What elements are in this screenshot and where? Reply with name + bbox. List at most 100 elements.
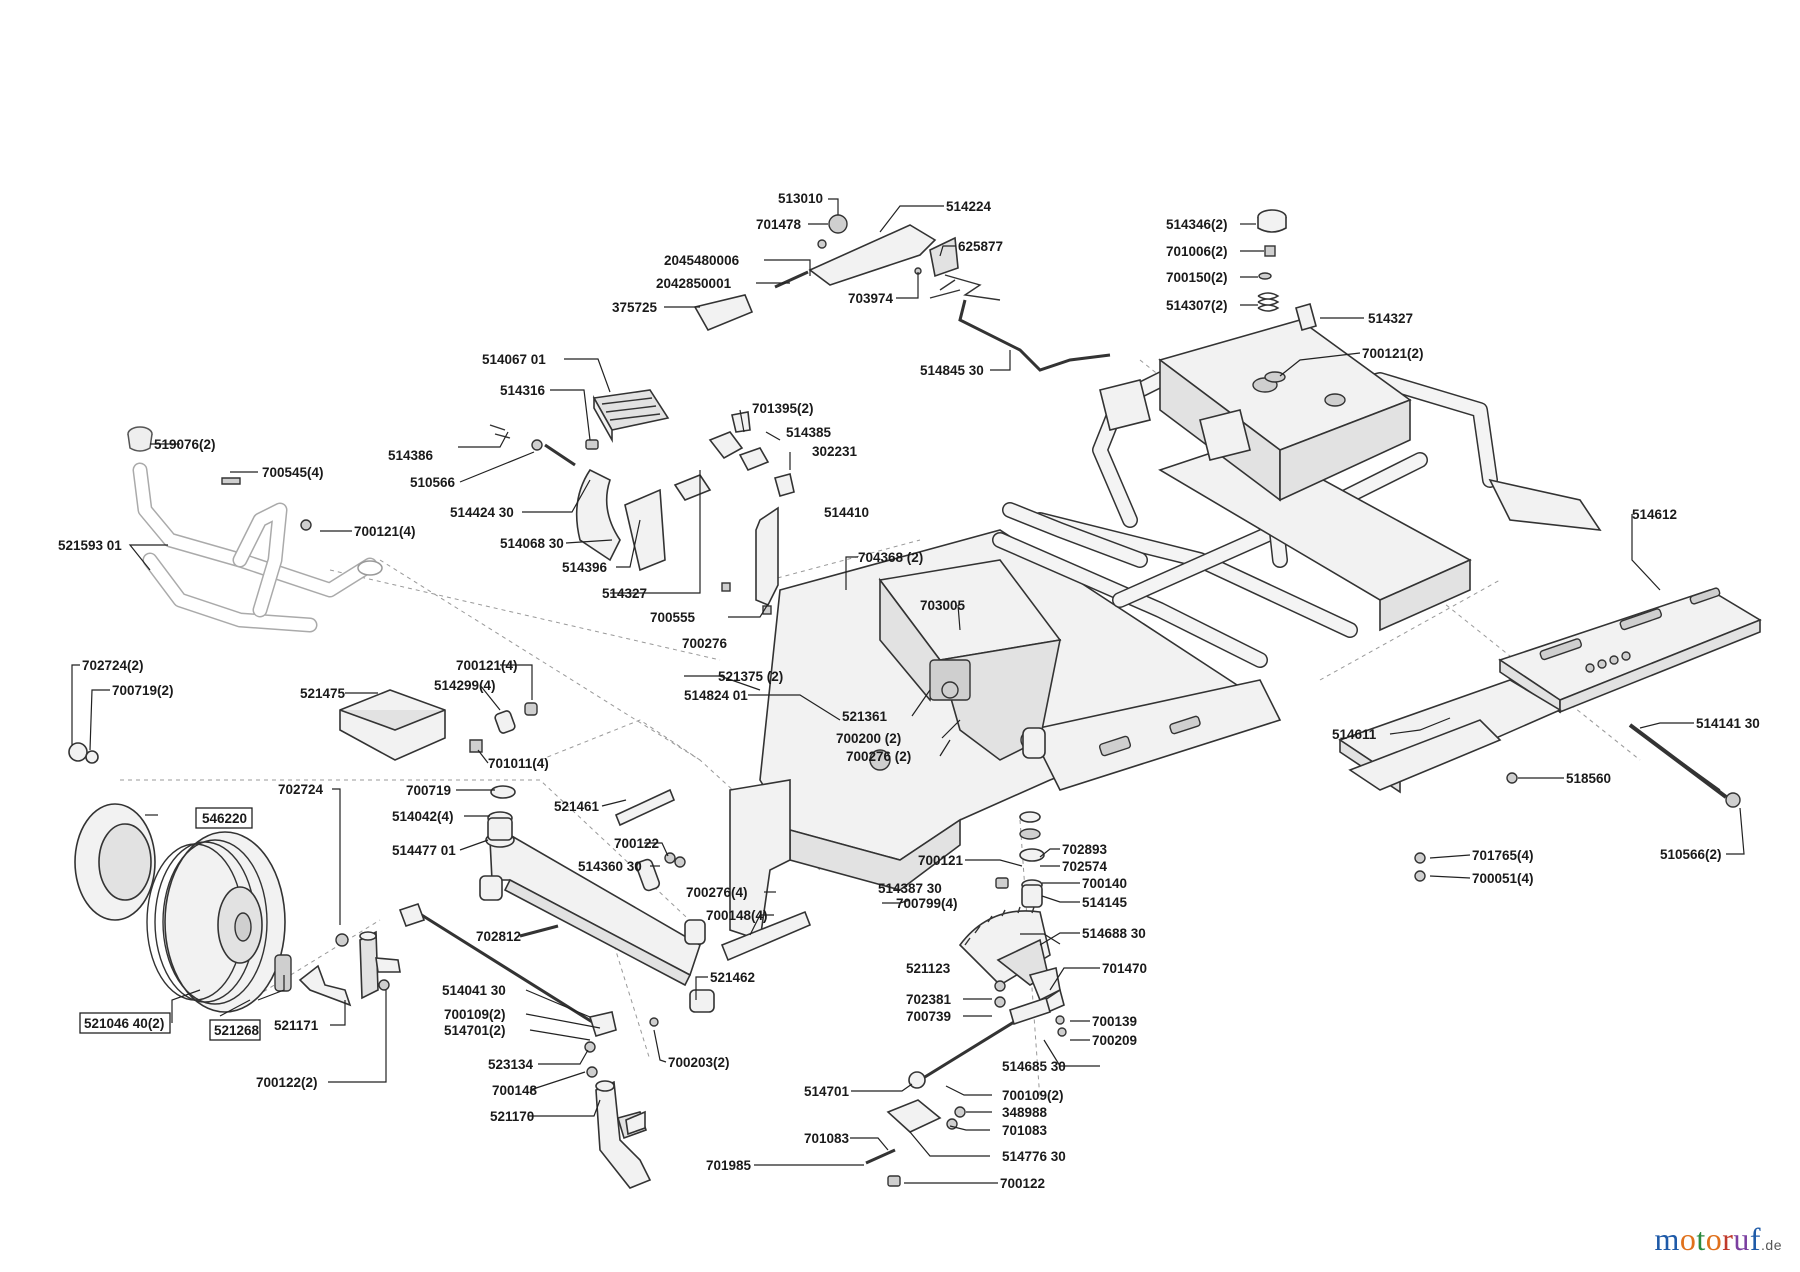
label-514477-01: 514477 01 xyxy=(392,843,456,858)
label-514224: 514224 xyxy=(946,199,992,214)
label-514386: 514386 xyxy=(388,448,434,463)
label-514316: 514316 xyxy=(500,383,546,398)
label-700122-bottom: 700122 xyxy=(1000,1176,1045,1191)
label-700150: 700150(2) xyxy=(1166,270,1228,285)
label-510566-2: 510566(2) xyxy=(1660,847,1722,862)
label-375725: 375725 xyxy=(612,300,658,315)
label-523134: 523134 xyxy=(488,1057,534,1072)
label-514042: 514042(4) xyxy=(392,809,454,824)
front-wheels xyxy=(74,803,292,1013)
label-514327-top: 514327 xyxy=(1368,311,1413,326)
label-700276-floor: 700276 (2) xyxy=(846,749,911,764)
label-700121-sector: 700121 xyxy=(918,853,964,868)
logo-letter: r xyxy=(1722,1221,1734,1257)
label-514410: 514410 xyxy=(824,505,869,520)
bracket-514776 xyxy=(886,1099,942,1133)
label-514141-30: 514141 30 xyxy=(1696,716,1760,731)
label-701083-right: 701083 xyxy=(1002,1123,1048,1138)
label-700148-4: 700148(4) xyxy=(706,908,768,923)
label-514611: 514611 xyxy=(1332,727,1377,742)
part-labels: 513010 701478 514224 625877 2045480006 2… xyxy=(58,191,1760,1191)
label-703974: 703974 xyxy=(848,291,894,306)
left-small-parts xyxy=(68,689,538,764)
label-514424-30: 514424 30 xyxy=(450,505,514,520)
label-510566: 510566 xyxy=(410,475,456,490)
label-700719-2: 700719(2) xyxy=(112,683,174,698)
label-514688-30: 514688 30 xyxy=(1082,926,1146,941)
logo-letter: m xyxy=(1654,1221,1680,1257)
spindle-521170 xyxy=(595,1080,652,1189)
label-702893: 702893 xyxy=(1062,842,1108,857)
label-521593-01: 521593 01 xyxy=(58,538,122,553)
label-700148: 700148 xyxy=(492,1083,538,1098)
logo-letter: u xyxy=(1733,1221,1750,1257)
label-514346: 514346(2) xyxy=(1166,217,1228,232)
label-521461: 521461 xyxy=(554,799,600,814)
label-521171: 521171 xyxy=(274,1018,319,1033)
label-704368: 704368 (2) xyxy=(858,550,923,565)
label-2045480006: 2045480006 xyxy=(664,253,740,268)
label-514776-30: 514776 30 xyxy=(1002,1149,1066,1164)
label-514387-30: 514387 30 xyxy=(878,881,942,896)
lever-514224 xyxy=(808,224,937,286)
pedal-assembly xyxy=(489,389,795,615)
rear-plates xyxy=(1338,587,1762,882)
label-700200: 700200 (2) xyxy=(836,731,901,746)
spindle-521171 xyxy=(298,964,352,1007)
label-700203: 700203(2) xyxy=(668,1055,730,1070)
label-700122-axle: 700122 xyxy=(614,836,659,851)
label-514845-30: 514845 30 xyxy=(920,363,984,378)
label-700121-top: 700121(2) xyxy=(1362,346,1424,361)
label-701478: 701478 xyxy=(756,217,802,232)
logo-letter: o xyxy=(1679,1221,1697,1257)
logo-letter: t xyxy=(1696,1221,1706,1257)
label-700276-mid: 700276 xyxy=(682,636,728,651)
label-701006: 701006(2) xyxy=(1166,244,1228,259)
label-701011: 701011(4) xyxy=(488,756,549,771)
label-701985: 701985 xyxy=(706,1158,752,1173)
front-axle-assembly xyxy=(298,785,812,1189)
label-514299: 514299(4) xyxy=(434,678,496,693)
boxed-labels xyxy=(79,807,261,1041)
label-546220: 546220 xyxy=(202,811,247,826)
label-514685-30: 514685 30 xyxy=(1002,1059,1066,1074)
logo-letter: o xyxy=(1705,1221,1723,1257)
label-700122-2: 700122(2) xyxy=(256,1075,318,1090)
label-521123: 521123 xyxy=(906,961,951,976)
label-514360-30: 514360 30 xyxy=(578,859,642,874)
label-700109-2a: 700109(2) xyxy=(444,1007,506,1022)
label-302231: 302231 xyxy=(812,444,858,459)
label-700139: 700139 xyxy=(1092,1014,1137,1029)
label-700799: 700799(4) xyxy=(896,896,958,911)
front-bracket xyxy=(729,779,791,942)
front-bumper xyxy=(127,426,383,633)
label-514067-01: 514067 01 xyxy=(482,352,546,367)
label-700545: 700545(4) xyxy=(262,465,324,480)
steering-sector xyxy=(865,811,1067,1187)
logo-domain: .de xyxy=(1761,1237,1782,1253)
logo-letter: f xyxy=(1749,1221,1762,1257)
brake-lever-assembly xyxy=(693,214,1111,372)
label-700121-bumper: 700121(4) xyxy=(354,524,416,539)
label-514327-mid: 514327 xyxy=(602,586,647,601)
label-700140: 700140 xyxy=(1082,876,1127,891)
label-700276-4: 700276(4) xyxy=(686,885,748,900)
label-701765: 701765(4) xyxy=(1472,848,1534,863)
label-521361: 521361 xyxy=(842,709,888,724)
label-521475: 521475 xyxy=(300,686,346,701)
label-701083-left: 701083 xyxy=(804,1131,850,1146)
label-514307: 514307(2) xyxy=(1166,298,1228,313)
label-625877: 625877 xyxy=(958,239,1003,254)
label-702724-2: 702724(2) xyxy=(82,658,144,673)
label-701395: 701395(2) xyxy=(752,401,814,416)
label-514145: 514145 xyxy=(1082,895,1128,910)
label-514701: 514701 xyxy=(804,1084,850,1099)
label-521375: 521375 (2) xyxy=(718,669,783,684)
label-521268: 521268 xyxy=(214,1023,260,1038)
seat-switch-group xyxy=(1257,209,1317,383)
label-521170: 521170 xyxy=(490,1109,534,1124)
label-2042850001: 2042850001 xyxy=(656,276,732,291)
label-700719: 700719 xyxy=(406,783,451,798)
label-702724: 702724 xyxy=(278,782,324,797)
